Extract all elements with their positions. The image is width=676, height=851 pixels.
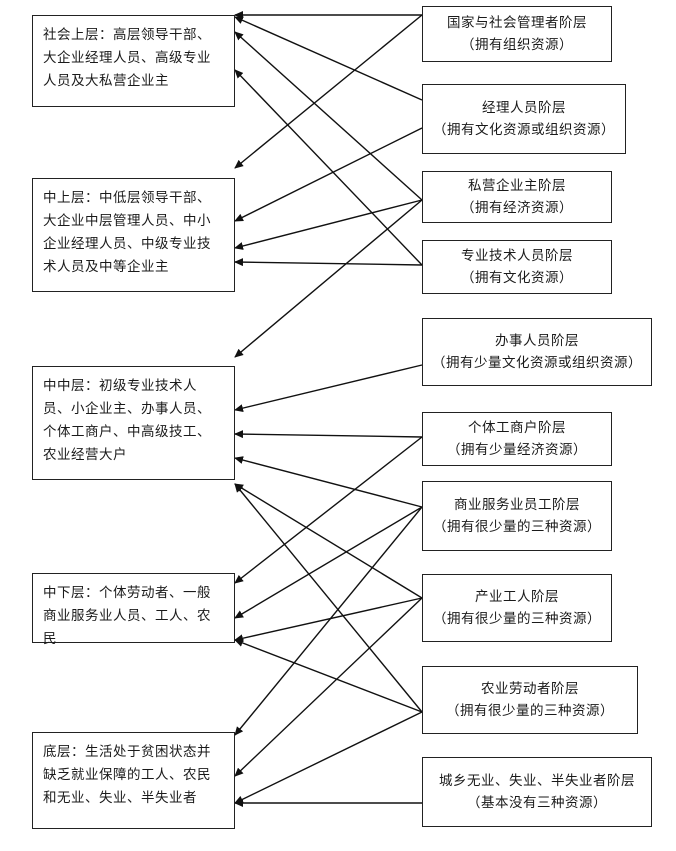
link-arrow-R7-L3 bbox=[234, 456, 423, 508]
link-arrow-R9-L5 bbox=[234, 711, 423, 804]
stratum-resource: （拥有很少量的三种资源） bbox=[433, 611, 601, 627]
stratum-box-unemployed: 城乡无业、失业、半失业者阶层 （基本没有三种资源） bbox=[422, 757, 652, 827]
link-arrow-R8-L3 bbox=[234, 483, 423, 599]
link-arrow-R9-L4 bbox=[234, 639, 423, 713]
stratum-box-clerks: 办事人员阶层 （拥有少量文化资源或组织资源） bbox=[422, 318, 652, 386]
link-arrow-R3-L3 bbox=[234, 199, 423, 358]
stratum-resource: （拥有很少量的三种资源） bbox=[433, 519, 601, 535]
link-arrow-R2-L1 bbox=[234, 16, 423, 101]
link-arrow-R1-L2 bbox=[234, 14, 423, 169]
stratum-name: 专业技术人员阶层 bbox=[461, 248, 573, 264]
link-arrow-R6-L3 bbox=[234, 430, 423, 439]
link-arrow-R3-L2 bbox=[234, 199, 423, 250]
link-arrow-R2-L2 bbox=[234, 127, 423, 222]
link-arrow-R9-L3 bbox=[234, 483, 423, 713]
stratum-resource: （拥有经济资源） bbox=[461, 200, 573, 216]
link-arrow-R8-L4 bbox=[234, 597, 423, 643]
stratum-box-managers: 经理人员阶层 （拥有文化资源或组织资源） bbox=[422, 84, 626, 154]
layer-text: 社会上层：高层领导干部、大企业经理人员、高级专业人员及大私营企业主 bbox=[43, 27, 211, 89]
layer-text: 中下层：个体劳动者、一般商业服务业人员、工人、农民 bbox=[43, 585, 211, 647]
layer-box-middle: 中中层：初级专业技术人员、小企业主、办事人员、个体工商户、中高级技工、农业经营大… bbox=[32, 366, 235, 480]
stratum-resource: （拥有组织资源） bbox=[461, 37, 573, 53]
link-arrow-R5-L3 bbox=[234, 364, 423, 413]
stratum-box-private-entrepreneurs: 私营企业主阶层 （拥有经济资源） bbox=[422, 171, 612, 223]
stratum-name: 经理人员阶层 bbox=[482, 100, 566, 116]
stratum-box-self-employed: 个体工商户阶层 （拥有少量经济资源） bbox=[422, 412, 612, 466]
stratum-name: 农业劳动者阶层 bbox=[481, 681, 579, 697]
stratum-resource: （基本没有三种资源） bbox=[467, 795, 607, 811]
link-arrow-R7-L5 bbox=[234, 506, 423, 736]
stratum-box-service-workers: 商业服务业员工阶层 （拥有很少量的三种资源） bbox=[422, 481, 612, 551]
stratum-name: 个体工商户阶层 bbox=[468, 420, 566, 436]
link-arrow-R4-L2 bbox=[234, 258, 423, 267]
stratum-name: 商业服务业员工阶层 bbox=[454, 497, 580, 513]
stratum-resource: （拥有少量经济资源） bbox=[447, 442, 587, 458]
layer-box-upper-middle: 中上层：中低层领导干部、大企业中层管理人员、中小企业经理人员、中级专业技术人员及… bbox=[32, 178, 235, 292]
stratum-resource: （拥有文化资源） bbox=[461, 270, 573, 286]
layer-text: 中上层：中低层领导干部、大企业中层管理人员、中小企业经理人员、中级专业技术人员及… bbox=[43, 190, 211, 275]
layer-box-bottom: 底层：生活处于贫困状态并缺乏就业保障的工人、农民和无业、失业、半失业者 bbox=[32, 732, 235, 829]
stratum-box-state-managers: 国家与社会管理者阶层 （拥有组织资源） bbox=[422, 6, 612, 62]
link-arrow-R6-L4 bbox=[234, 436, 423, 584]
stratum-box-agricultural-workers: 农业劳动者阶层 （拥有很少量的三种资源） bbox=[422, 666, 638, 734]
layer-text: 底层：生活处于贫困状态并缺乏就业保障的工人、农民和无业、失业、半失业者 bbox=[43, 744, 211, 806]
layer-box-lower-middle: 中下层：个体劳动者、一般商业服务业人员、工人、农民 bbox=[32, 573, 235, 647]
stratum-name: 城乡无业、失业、半失业者阶层 bbox=[439, 773, 635, 789]
link-arrow-R8-L5 bbox=[234, 597, 423, 777]
stratum-box-professionals: 专业技术人员阶层 （拥有文化资源） bbox=[422, 240, 612, 294]
link-arrow-R4-L1 bbox=[234, 69, 423, 266]
stratum-name: 办事人员阶层 bbox=[495, 333, 579, 349]
stratum-name: 私营企业主阶层 bbox=[468, 178, 566, 194]
layer-text: 中中层：初级专业技术人员、小企业主、办事人员、个体工商户、中高级技工、农业经营大… bbox=[43, 378, 211, 463]
layer-box-upper: 社会上层：高层领导干部、大企业经理人员、高级专业人员及大私营企业主 bbox=[32, 15, 235, 107]
stratum-name: 产业工人阶层 bbox=[475, 589, 559, 605]
stratum-box-industrial-workers: 产业工人阶层 （拥有很少量的三种资源） bbox=[422, 574, 612, 642]
stratum-name: 国家与社会管理者阶层 bbox=[447, 15, 587, 31]
link-arrow-R7-L4 bbox=[234, 506, 423, 619]
link-arrow-R3-L1 bbox=[234, 31, 423, 201]
stratum-resource: （拥有文化资源或组织资源） bbox=[433, 122, 615, 138]
stratum-resource: （拥有很少量的三种资源） bbox=[446, 703, 614, 719]
stratum-resource: （拥有少量文化资源或组织资源） bbox=[432, 355, 642, 371]
